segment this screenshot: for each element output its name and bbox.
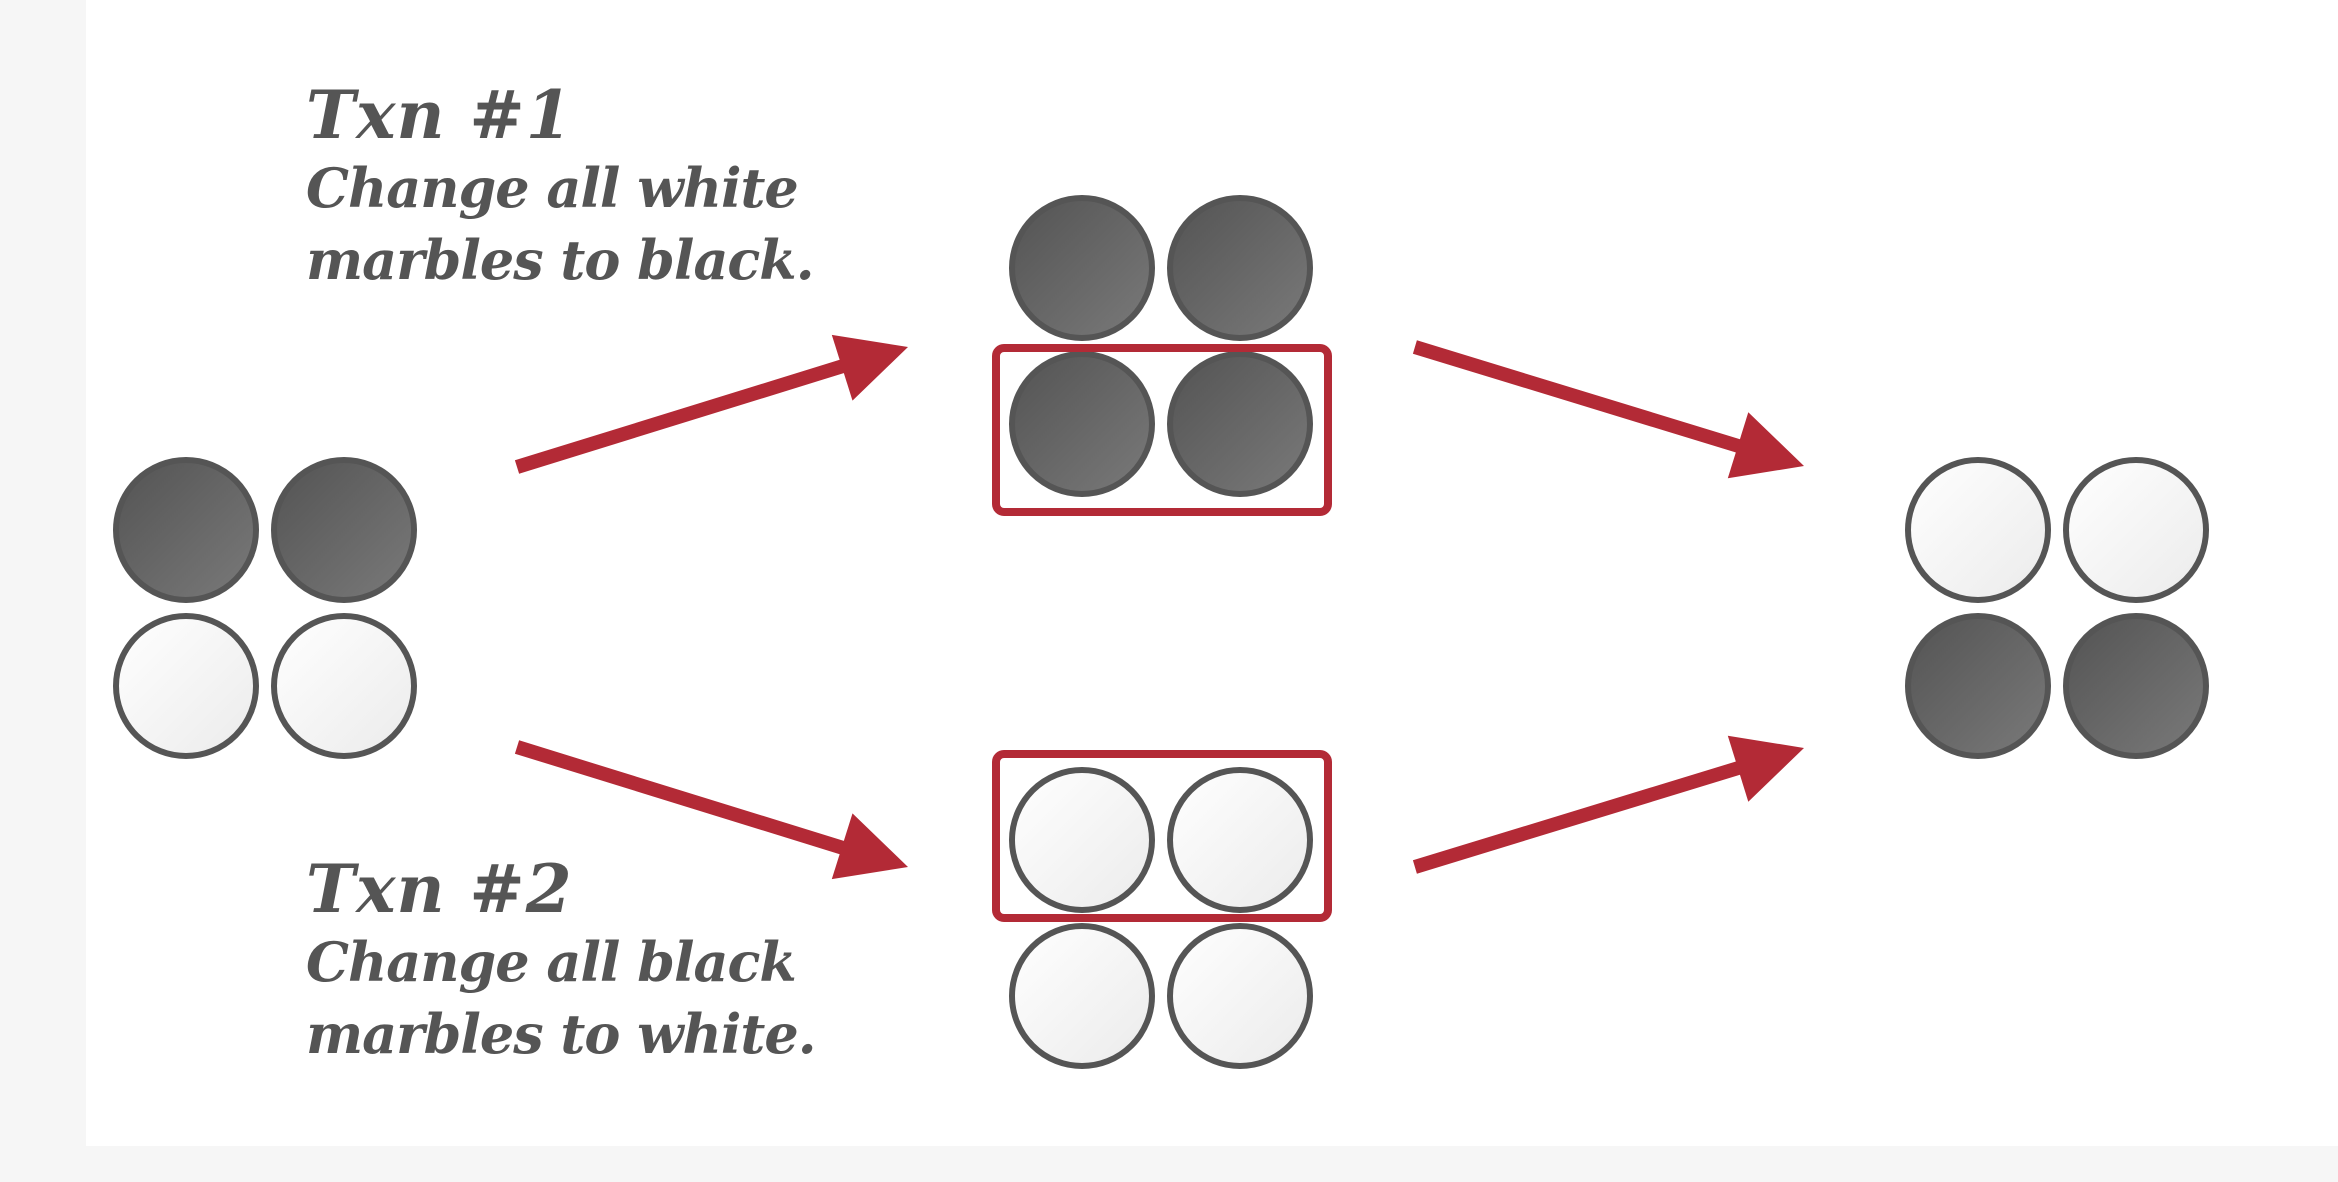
arrow-initial-to-txn2 <box>514 740 908 880</box>
changed-black-marble <box>1167 351 1313 497</box>
txn2-changed-highlight-box <box>992 750 1332 922</box>
white-marble <box>271 613 417 759</box>
final-marble-group <box>1905 457 2209 759</box>
txn2-description-line2: marbles to white. <box>306 1002 817 1066</box>
black-marble <box>2063 613 2209 759</box>
arrow-txn2-to-final <box>1412 735 1804 874</box>
txn2-label: Txn #2 Change all black marbles to white… <box>306 850 817 1070</box>
black-marble <box>1009 195 1155 341</box>
txn1-changed-highlight-box <box>992 344 1332 516</box>
txn2-description-line1: Change all black <box>306 930 797 994</box>
initial-marble-group <box>113 457 417 759</box>
white-marble <box>1905 457 2051 603</box>
txn1-description-line1: Change all white <box>306 156 799 220</box>
txn1-title: Txn #1 <box>306 76 573 154</box>
white-marble <box>1167 923 1313 1069</box>
black-marble <box>271 457 417 603</box>
white-marble <box>1009 923 1155 1069</box>
arrow-txn1-to-final <box>1412 340 1804 479</box>
txn2-title: Txn #2 <box>306 850 573 928</box>
black-marble <box>113 457 259 603</box>
txn1-label: Txn #1 Change all white marbles to black… <box>306 76 815 296</box>
txn1-description-line2: marbles to black. <box>306 228 815 292</box>
changed-black-marble <box>1009 351 1155 497</box>
txn2-result-marble-group <box>992 750 1332 1069</box>
white-marble <box>2063 457 2209 603</box>
black-marble <box>1167 195 1313 341</box>
txn1-result-marble-group <box>992 195 1332 516</box>
changed-white-marble <box>1167 767 1313 913</box>
white-marble <box>113 613 259 759</box>
changed-white-marble <box>1009 767 1155 913</box>
black-marble <box>1905 613 2051 759</box>
arrow-initial-to-txn1 <box>514 334 908 474</box>
